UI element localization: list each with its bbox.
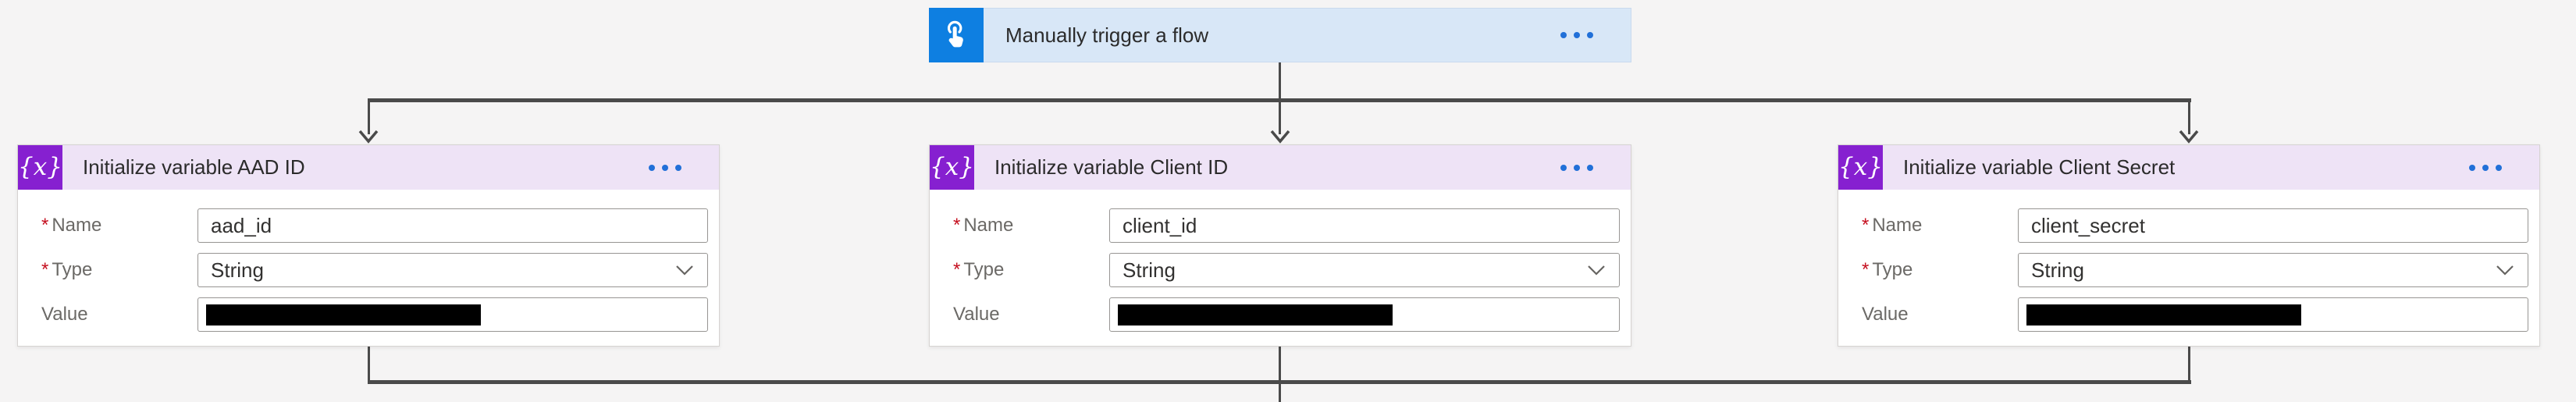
- required-marker: *: [41, 215, 49, 236]
- value-field-row: Value: [953, 297, 1620, 332]
- connector-line: [2188, 101, 2190, 134]
- required-marker: *: [1862, 259, 1870, 280]
- more-menu-icon[interactable]: [644, 160, 686, 176]
- type-field-row: *Type String: [953, 253, 1620, 287]
- card-body: *Name client_secret *Type String Value: [1838, 190, 2539, 332]
- type-label: *Type: [953, 259, 1005, 280]
- card-header[interactable]: {x} Initialize variable AAD ID: [18, 145, 719, 190]
- name-label: *Name: [41, 215, 102, 236]
- chevron-down-icon: [676, 265, 693, 276]
- value-label: Value: [1862, 304, 1909, 325]
- card-title: Initialize variable AAD ID: [83, 155, 305, 179]
- type-dropdown[interactable]: String: [1109, 253, 1620, 287]
- arrow-down-icon: [2179, 130, 2199, 144]
- required-marker: *: [953, 215, 961, 236]
- required-marker: *: [953, 259, 961, 280]
- more-menu-icon[interactable]: [1556, 27, 1598, 43]
- card-header[interactable]: {x} Initialize variable Client Secret: [1838, 145, 2539, 190]
- trigger-card-manually-trigger-flow[interactable]: Manually trigger a flow: [929, 8, 1631, 62]
- connector-line: [2188, 347, 2190, 382]
- name-label: *Name: [953, 215, 1014, 236]
- connector-line: [368, 347, 370, 382]
- chevron-down-icon: [1588, 265, 1605, 276]
- more-menu-icon[interactable]: [2464, 160, 2507, 176]
- redacted-value-bar: [2026, 304, 2301, 326]
- trigger-title: Manually trigger a flow: [1005, 23, 1209, 47]
- required-marker: *: [1862, 215, 1870, 236]
- value-input[interactable]: [197, 297, 708, 332]
- hand-tap-icon: [929, 8, 984, 62]
- connector-line: [368, 380, 2191, 384]
- type-field-row: *Type String: [41, 253, 708, 287]
- type-label: *Type: [41, 259, 93, 280]
- type-dropdown[interactable]: String: [2018, 253, 2528, 287]
- connector-line: [368, 101, 370, 134]
- type-label: *Type: [1862, 259, 1913, 280]
- action-card-initialize-variable-client-secret: {x} Initialize variable Client Secret *N…: [1838, 144, 2540, 347]
- type-field-row: *Type String: [1862, 253, 2528, 287]
- name-field-row: *Name aad_id: [41, 208, 708, 243]
- arrow-down-icon: [358, 130, 379, 144]
- variable-icon: {x}: [18, 145, 62, 190]
- value-field-row: Value: [41, 297, 708, 332]
- card-body: *Name aad_id *Type String Value: [18, 190, 719, 332]
- connector-line: [1279, 347, 1281, 402]
- name-input[interactable]: client_id: [1109, 208, 1620, 243]
- type-dropdown[interactable]: String: [197, 253, 708, 287]
- arrow-down-icon: [1270, 130, 1290, 144]
- action-card-initialize-variable-client-id: {x} Initialize variable Client ID *Name …: [929, 144, 1631, 347]
- value-input[interactable]: [2018, 297, 2528, 332]
- redacted-value-bar: [1118, 304, 1393, 326]
- redacted-value-bar: [206, 304, 481, 326]
- variable-icon: {x}: [1838, 145, 1883, 190]
- name-field-row: *Name client_secret: [1862, 208, 2528, 243]
- value-label: Value: [953, 304, 1000, 325]
- more-menu-icon[interactable]: [1556, 160, 1598, 176]
- card-body: *Name client_id *Type String Value: [930, 190, 1631, 332]
- value-input[interactable]: [1109, 297, 1620, 332]
- card-title: Initialize variable Client Secret: [1903, 155, 2176, 179]
- name-input[interactable]: aad_id: [197, 208, 708, 243]
- name-field-row: *Name client_id: [953, 208, 1620, 243]
- card-header[interactable]: {x} Initialize variable Client ID: [930, 145, 1631, 190]
- name-input[interactable]: client_secret: [2018, 208, 2528, 243]
- card-title: Initialize variable Client ID: [994, 155, 1229, 179]
- action-card-initialize-variable-aad-id: {x} Initialize variable AAD ID *Name aad…: [17, 144, 720, 347]
- connector-line: [368, 98, 2191, 102]
- chevron-down-icon: [2496, 265, 2514, 276]
- value-label: Value: [41, 304, 88, 325]
- name-label: *Name: [1862, 215, 1923, 236]
- variable-icon: {x}: [930, 145, 974, 190]
- required-marker: *: [41, 259, 49, 280]
- value-field-row: Value: [1862, 297, 2528, 332]
